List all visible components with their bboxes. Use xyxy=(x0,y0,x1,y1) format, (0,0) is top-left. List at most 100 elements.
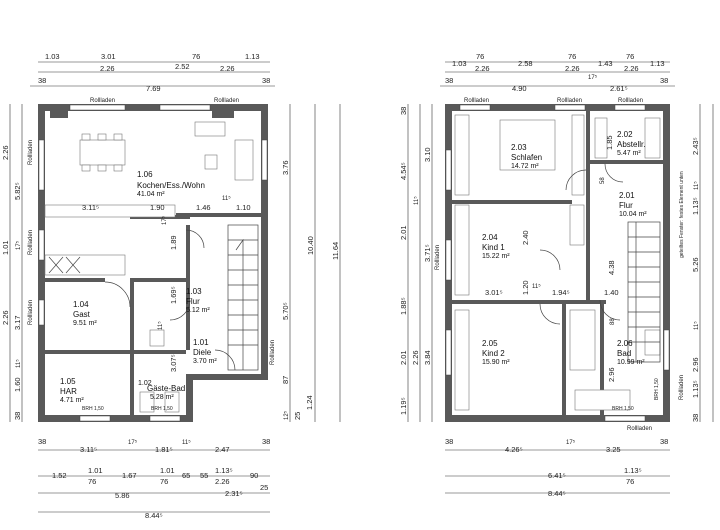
svg-text:Bad: Bad xyxy=(617,349,631,358)
uf-rollladen-labels: Rollladen Rollladen Rollladen Rollladen … xyxy=(435,98,685,432)
svg-text:Flur: Flur xyxy=(186,297,200,306)
svg-text:1.85: 1.85 xyxy=(605,135,614,150)
svg-text:11⁵: 11⁵ xyxy=(693,181,700,190)
svg-text:4.71 m²: 4.71 m² xyxy=(60,397,84,404)
svg-text:1.13: 1.13 xyxy=(650,59,665,68)
svg-text:3.71⁵: 3.71⁵ xyxy=(423,244,432,262)
svg-text:Rollladen: Rollladen xyxy=(618,98,643,104)
gf-dim-top-5: 2.26 xyxy=(100,64,115,73)
svg-text:76: 76 xyxy=(476,52,484,61)
uf-furniture xyxy=(454,114,661,411)
svg-text:Gäste-Bad: Gäste-Bad xyxy=(147,384,185,393)
svg-text:17⁵: 17⁵ xyxy=(588,74,598,81)
svg-text:55: 55 xyxy=(200,471,208,480)
svg-text:1.13⁵: 1.13⁵ xyxy=(215,466,233,475)
svg-text:11⁵: 11⁵ xyxy=(222,195,231,202)
svg-text:Rollladen: Rollladen xyxy=(28,300,34,325)
svg-text:8.44⁵: 8.44⁵ xyxy=(548,489,566,498)
gf-dim-top-3: 76 xyxy=(192,52,200,61)
svg-text:2.26: 2.26 xyxy=(565,64,580,73)
svg-text:Kind 1: Kind 1 xyxy=(482,243,505,252)
svg-text:1.01: 1.01 xyxy=(193,338,209,347)
svg-text:5.70⁵: 5.70⁵ xyxy=(281,302,290,320)
uf-left-dimensions: 38 4.54⁵ 3.10 11⁵ 2.01 3.71⁵ 1.88⁵ 2.01 … xyxy=(399,104,433,422)
svg-text:1.13⁵: 1.13⁵ xyxy=(691,380,700,398)
uf-bottom-dimensions: 38 4.26⁵ 17⁵ 3.25 38 6.41⁵ 1.13⁵ 76 8.44… xyxy=(445,437,670,498)
svg-text:1.10: 1.10 xyxy=(236,203,251,212)
svg-text:2.01: 2.01 xyxy=(619,191,635,200)
svg-text:1.01: 1.01 xyxy=(88,466,103,475)
svg-text:5.86: 5.86 xyxy=(115,491,130,500)
svg-text:11⁵: 11⁵ xyxy=(532,283,541,290)
svg-text:2.04: 2.04 xyxy=(482,233,498,242)
svg-text:Rollladen: Rollladen xyxy=(435,245,441,270)
room-name-kochen: Kochen/Ess./Wohn xyxy=(137,181,205,190)
svg-text:1.13⁵: 1.13⁵ xyxy=(624,466,642,475)
gf-doors xyxy=(104,229,236,371)
svg-text:65: 65 xyxy=(182,471,190,480)
svg-text:10.04 m²: 10.04 m² xyxy=(619,211,647,218)
svg-text:1.60: 1.60 xyxy=(13,377,22,392)
svg-text:Rollladen: Rollladen xyxy=(627,426,652,432)
svg-text:3.17: 3.17 xyxy=(13,315,22,330)
gf-bottom-dimensions: 38 3.11⁵ 17⁵ 1.81⁵ 11⁵ 2.47 38 1.52 1.01… xyxy=(38,437,270,520)
svg-text:Kind 2: Kind 2 xyxy=(482,349,505,358)
svg-text:14.72 m²: 14.72 m² xyxy=(511,163,539,170)
svg-text:1.24: 1.24 xyxy=(305,395,314,410)
svg-text:15.22 m²: 15.22 m² xyxy=(482,253,510,260)
svg-text:2.31⁵: 2.31⁵ xyxy=(225,489,243,498)
svg-text:11⁵: 11⁵ xyxy=(15,359,22,368)
svg-text:38: 38 xyxy=(445,437,453,446)
svg-text:38: 38 xyxy=(660,437,668,446)
svg-text:3.07⁵: 3.07⁵ xyxy=(169,354,178,372)
svg-text:38: 38 xyxy=(445,76,453,85)
svg-text:5.26: 5.26 xyxy=(691,257,700,272)
svg-text:2.26: 2.26 xyxy=(475,64,490,73)
svg-text:8.44⁵: 8.44⁵ xyxy=(145,511,163,520)
svg-text:1.94⁵: 1.94⁵ xyxy=(552,288,570,297)
svg-text:76: 76 xyxy=(626,52,634,61)
uf-room-kind2: 2.05 Kind 2 15.90 m² xyxy=(482,339,510,366)
uf-room-abstellr: 2.02 Abstellr. 5.47 m² xyxy=(617,130,645,157)
svg-text:10.40: 10.40 xyxy=(306,236,315,255)
svg-text:2.26: 2.26 xyxy=(1,310,10,325)
svg-text:Diele: Diele xyxy=(193,348,212,357)
svg-text:Rollladen: Rollladen xyxy=(679,375,685,400)
room-area-kochen: 41.04 m² xyxy=(137,191,165,198)
svg-text:1.01: 1.01 xyxy=(1,240,10,255)
svg-text:1.04: 1.04 xyxy=(73,300,89,309)
svg-text:Rollladen: Rollladen xyxy=(557,98,582,104)
svg-text:25: 25 xyxy=(293,412,302,420)
svg-text:11⁵: 11⁵ xyxy=(693,321,700,330)
svg-text:1.13⁵: 1.13⁵ xyxy=(691,197,700,215)
svg-text:2.40: 2.40 xyxy=(521,230,530,245)
svg-text:17⁵: 17⁵ xyxy=(566,439,576,446)
svg-text:76: 76 xyxy=(160,477,168,486)
svg-text:76: 76 xyxy=(568,52,576,61)
svg-text:76: 76 xyxy=(626,477,634,486)
uf-doors xyxy=(539,163,624,325)
svg-text:11⁵: 11⁵ xyxy=(413,196,420,205)
svg-text:3.84: 3.84 xyxy=(423,350,432,365)
svg-text:2.61⁵: 2.61⁵ xyxy=(610,84,628,93)
gf-dim-top-2: 3.01 xyxy=(101,52,116,61)
uf-brh-1: BRH 1,50 xyxy=(612,406,634,412)
uf-room-bad: 2.06 Bad 10.99 m² xyxy=(617,339,645,366)
svg-text:4.54⁵: 4.54⁵ xyxy=(399,162,408,180)
gf-top-dimensions: 1.03 3.01 76 1.13 2.26 2.52 2.26 38 7.69… xyxy=(30,52,275,93)
svg-text:1.20: 1.20 xyxy=(521,280,530,295)
uf-brh-2: BRH 1,50 xyxy=(654,378,660,400)
svg-text:3.10: 3.10 xyxy=(423,147,432,162)
svg-text:2.43⁵: 2.43⁵ xyxy=(691,137,700,155)
gf-dim-top-6: 2.52 xyxy=(175,62,190,71)
svg-text:1.03: 1.03 xyxy=(186,287,202,296)
svg-text:2.26: 2.26 xyxy=(624,64,639,73)
svg-text:Rollladen: Rollladen xyxy=(28,140,34,165)
svg-text:1.52: 1.52 xyxy=(52,471,67,480)
gf-left-dimensions: 2.26 5.82⁵ 1.01 17⁵ 3.17 2.26 11⁵ 1.60 3… xyxy=(1,104,23,422)
uf-inner-dimensions: 1.85 58 2.40 4.38 3.01⁵ 1.94⁵ 1.20 11⁵ 1… xyxy=(485,135,619,382)
gf-room-kochen: 1.06 Kochen/Ess./Wohn 41.04 m² xyxy=(137,170,205,198)
svg-text:HAR: HAR xyxy=(60,387,77,396)
svg-text:1.88⁵: 1.88⁵ xyxy=(399,297,408,315)
